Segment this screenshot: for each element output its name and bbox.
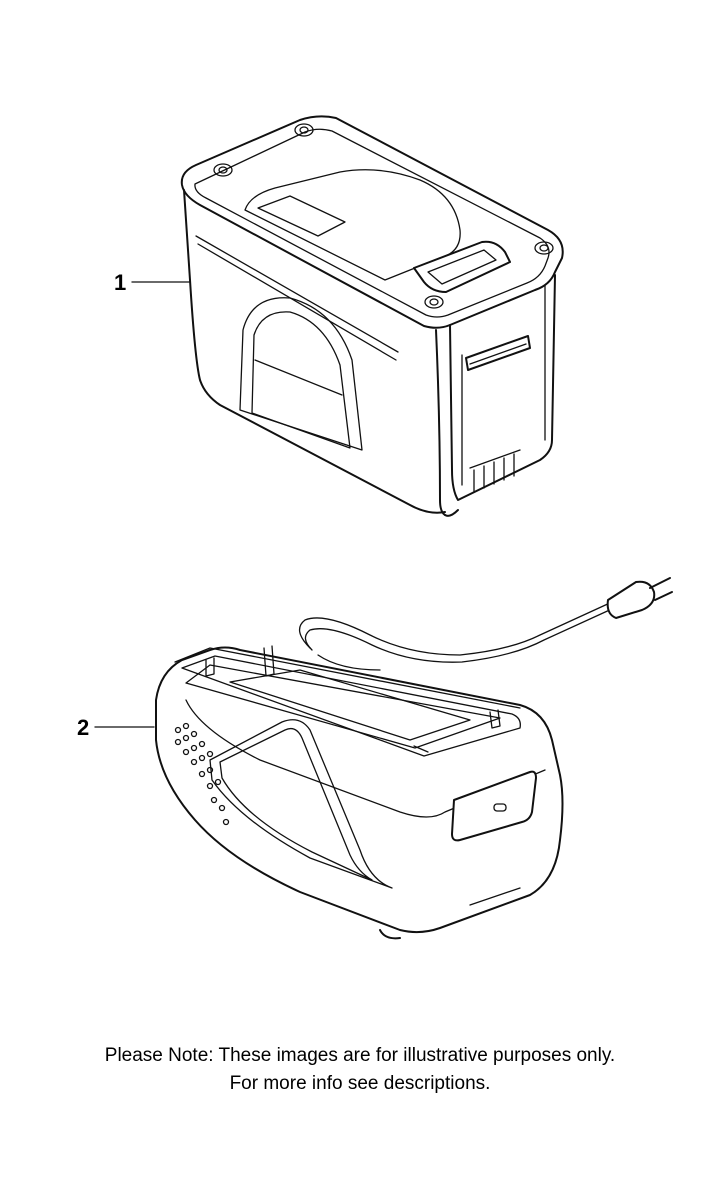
callout-2-number: 2 [77,715,89,740]
callout-1-number: 1 [114,270,126,295]
disclaimer-line-2: For more info see descriptions. [229,1073,491,1094]
led-indicator-icon [493,803,507,812]
disclaimer-note: Please Note: These images are for illust… [0,1042,720,1098]
callout-2: 2 [77,715,155,740]
disclaimer-line-1: Please Note: These images are for illust… [104,1045,616,1066]
battery-illustration [180,115,564,517]
charger-illustration [155,577,673,940]
vent-holes [174,722,230,826]
callout-1: 1 [114,270,191,295]
